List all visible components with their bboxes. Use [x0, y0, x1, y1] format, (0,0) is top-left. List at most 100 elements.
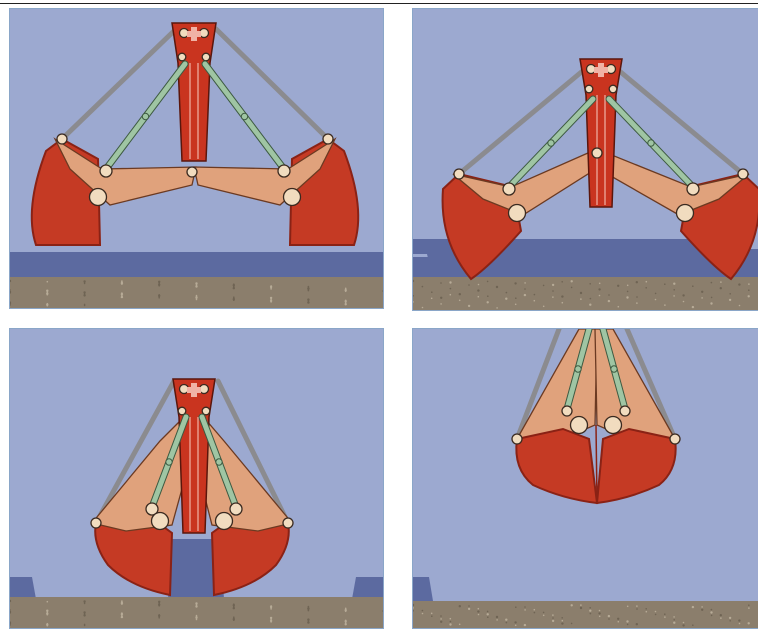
ground-speckle: [422, 286, 424, 288]
cylinder-joint: [611, 366, 617, 372]
head-pin: [178, 407, 186, 415]
pivot-pin: [91, 518, 101, 528]
ground-speckle: [636, 296, 638, 298]
ground-speckle: [710, 611, 712, 613]
ground-speckle: [487, 613, 489, 615]
ground-speckle: [449, 623, 451, 625]
ground-speckle: [158, 294, 160, 296]
ground-speckle: [748, 289, 750, 291]
ground-speckle: [701, 609, 703, 611]
ground-speckle: [308, 286, 310, 288]
ground-speckle: [729, 293, 731, 295]
pivot-pin: [620, 406, 630, 416]
cylinder-joint: [648, 140, 654, 146]
ground-speckle: [683, 622, 685, 624]
ground-speckle: [196, 295, 198, 297]
ground-speckle: [636, 281, 638, 283]
ground-speckle: [645, 287, 647, 289]
roller: [90, 189, 107, 206]
ground-speckle: [477, 289, 479, 291]
ground-speckle: [450, 294, 452, 296]
ground-speckle: [589, 304, 591, 306]
material-pile: [413, 257, 437, 279]
ground-speckle: [505, 298, 507, 300]
ground-speckle: [720, 614, 722, 616]
ground-strip: [10, 597, 383, 628]
pivot-pin: [503, 183, 515, 195]
ground-speckle: [345, 288, 347, 290]
ground-speckle: [618, 621, 620, 623]
ground-speckle: [506, 292, 508, 294]
ground-speckle: [561, 622, 563, 624]
ground-speckle: [552, 290, 554, 292]
ground-speckle: [720, 287, 722, 289]
ground-speckle: [496, 616, 498, 618]
ground-speckle: [83, 280, 85, 282]
ground-speckle: [608, 615, 610, 617]
pivot-pin: [512, 434, 522, 444]
ground-speckle: [599, 610, 601, 612]
pivot-pin: [278, 165, 290, 177]
ground-speckle: [701, 291, 703, 293]
ground-speckle: [664, 616, 666, 618]
ground-speckle: [487, 616, 489, 618]
grab-scene: [413, 9, 758, 310]
ground-speckle: [748, 283, 750, 285]
ground-speckle: [307, 618, 309, 620]
ground-speckle: [524, 624, 526, 626]
ground-speckle: [646, 281, 648, 283]
roller: [216, 513, 233, 530]
pivot-pin: [230, 503, 242, 515]
ground-speckle: [618, 306, 620, 308]
roller: [509, 205, 526, 222]
ground-speckle: [121, 612, 123, 614]
cylinder-joint: [216, 459, 222, 465]
ground-speckle: [580, 607, 582, 609]
ground-speckle: [580, 298, 582, 300]
ground-speckle: [515, 304, 517, 306]
ground-speckle: [468, 284, 470, 286]
ground-speckle: [158, 614, 160, 616]
ground-speckle: [682, 294, 684, 296]
ground-speckle: [673, 295, 675, 297]
ground-speckle: [664, 613, 666, 615]
ground-speckle: [571, 287, 573, 289]
ground-speckle: [422, 610, 424, 612]
ground-speckle: [468, 605, 470, 607]
center-pin: [187, 167, 197, 177]
ground-speckle: [196, 615, 198, 617]
cylinder-joint: [166, 459, 172, 465]
ground-speckle: [748, 604, 750, 606]
ground-speckle: [655, 611, 657, 613]
ground-speckle: [599, 283, 601, 285]
ground-speckle: [345, 608, 347, 610]
ground-speckle: [534, 612, 536, 614]
ground-speckle: [627, 624, 629, 626]
ground-speckle: [655, 614, 657, 616]
ground-speckle: [617, 618, 619, 620]
ground-speckle: [47, 303, 49, 305]
pivot-pin: [57, 134, 67, 144]
head-cross: [187, 31, 201, 37]
ground-speckle: [459, 293, 461, 295]
roller: [605, 417, 622, 434]
ground-speckle: [478, 614, 480, 616]
ground-speckle: [46, 290, 48, 292]
head-cross: [187, 387, 201, 393]
pivot-pin: [323, 134, 333, 144]
pivot-pin: [738, 169, 748, 179]
ground-speckle: [47, 601, 49, 603]
ground-speckle: [580, 604, 582, 606]
ground-speckle: [552, 617, 554, 619]
cylinder-joint: [548, 140, 554, 146]
ground-speckle: [83, 600, 85, 602]
ground-speckle: [524, 288, 526, 290]
panel-closed-grab: [412, 328, 758, 629]
ground-speckle: [468, 305, 470, 307]
ground-speckle: [506, 622, 508, 624]
ground-speckle: [478, 296, 480, 298]
ground-speckle: [84, 624, 86, 626]
ground-speckle: [729, 620, 731, 622]
cylinder-joint: [241, 113, 247, 119]
ground-speckle: [524, 294, 526, 296]
